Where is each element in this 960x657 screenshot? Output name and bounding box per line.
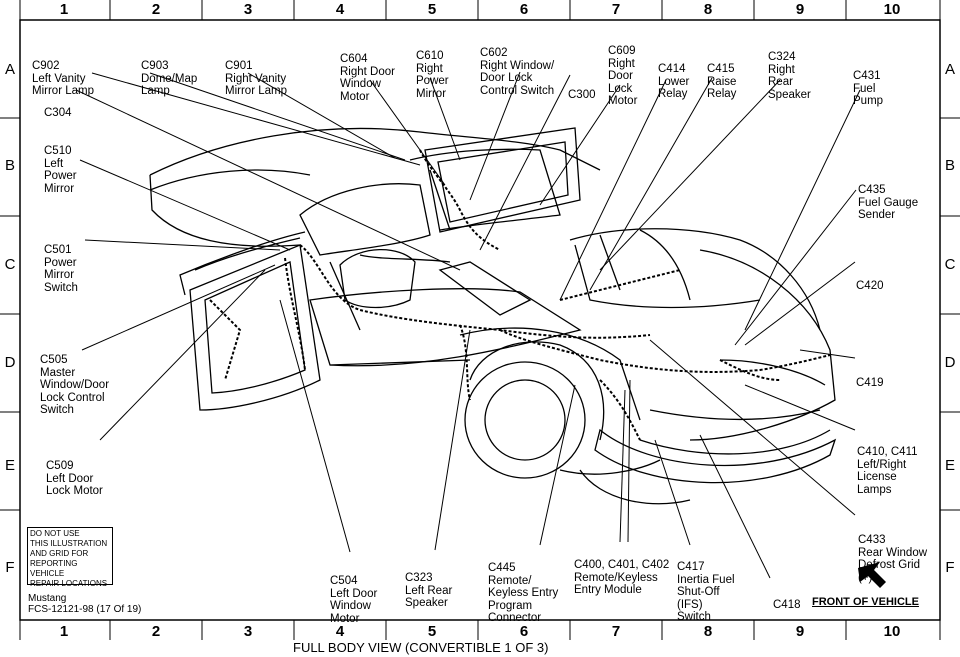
model-name: Mustang bbox=[28, 593, 67, 604]
label-c304: C304 bbox=[44, 107, 72, 119]
grid-col-top-7: 7 bbox=[611, 1, 621, 18]
grid-row-left-d: D bbox=[4, 354, 16, 371]
grid-col-bottom-2: 2 bbox=[151, 623, 161, 640]
grid-row-right-f: F bbox=[945, 559, 955, 576]
grid-row-left-b: B bbox=[4, 157, 15, 174]
grid-row-right-b: B bbox=[944, 157, 955, 174]
grid-col-bottom-3: 3 bbox=[243, 623, 253, 640]
grid-col-bottom-7: 7 bbox=[611, 623, 621, 640]
grid-col-top-10: 10 bbox=[883, 1, 901, 18]
front-arrow-icon bbox=[858, 562, 886, 588]
grid-col-top-2: 2 bbox=[151, 1, 161, 18]
grid-row-left-c: C bbox=[4, 256, 16, 273]
grid-col-bottom-1: 1 bbox=[59, 623, 69, 640]
grid-col-bottom-10: 10 bbox=[883, 623, 901, 640]
diagram-caption: FULL BODY VIEW (CONVERTIBLE 1 OF 3) bbox=[293, 640, 549, 655]
front-of-vehicle-label: FRONT OF VEHICLE bbox=[812, 596, 919, 608]
grid-row-left-a: A bbox=[4, 61, 15, 78]
label-c419: C419 bbox=[856, 377, 884, 389]
grid-row-right-c: C bbox=[944, 256, 956, 273]
car-illustration bbox=[149, 127, 837, 505]
grid-col-bottom-5: 5 bbox=[427, 623, 437, 640]
grid-col-top-5: 5 bbox=[427, 1, 437, 18]
grid-col-bottom-6: 6 bbox=[519, 623, 529, 640]
grid-row-right-d: D bbox=[944, 354, 956, 371]
grid-row-left-f: F bbox=[5, 559, 15, 576]
grid-col-bottom-8: 8 bbox=[703, 623, 713, 640]
wire-harness bbox=[209, 149, 831, 441]
grid-col-top-8: 8 bbox=[703, 1, 713, 18]
grid-col-top-6: 6 bbox=[519, 1, 529, 18]
label-c418: C418 bbox=[773, 599, 801, 611]
grid-row-right-e: E bbox=[944, 457, 955, 474]
grid-col-top-1: 1 bbox=[59, 1, 69, 18]
grid-row-right-a: A bbox=[944, 61, 955, 78]
grid-row-left-e: E bbox=[4, 457, 15, 474]
label-c420: C420 bbox=[856, 280, 884, 292]
leader-lines bbox=[75, 71, 861, 579]
grid-col-top-9: 9 bbox=[795, 1, 805, 18]
grid-col-top-4: 4 bbox=[335, 1, 345, 18]
grid-ticks bbox=[0, 0, 960, 640]
grid-col-top-3: 3 bbox=[243, 1, 253, 18]
grid-col-bottom-4: 4 bbox=[335, 623, 345, 640]
figure-id: FCS-12121-98 (17 Of 19) bbox=[28, 604, 142, 615]
grid-col-bottom-9: 9 bbox=[795, 623, 805, 640]
label-c300: C300 bbox=[568, 89, 596, 101]
